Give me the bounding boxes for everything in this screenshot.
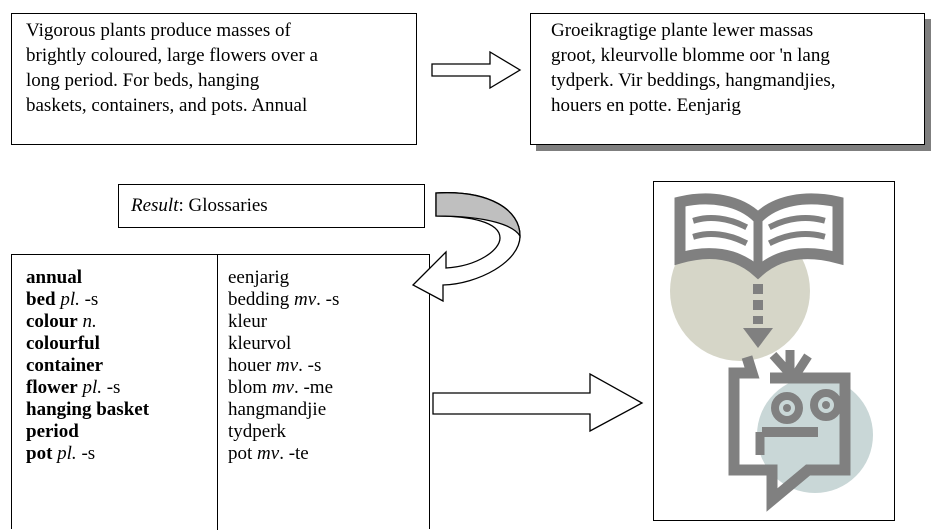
target-text-box: Groeikragtige plante lewer massas groot,…	[530, 13, 925, 145]
right-pupil	[822, 401, 830, 409]
source-line: Vigorous plants produce masses of	[26, 20, 291, 41]
grammar-note: mv	[271, 377, 294, 398]
result-sep: :	[178, 195, 184, 216]
glossary-term: period	[26, 421, 79, 442]
right-arrow-icon	[432, 372, 644, 433]
glossary-term: colourful	[26, 333, 100, 354]
glossary-english-entry: hanging basket	[26, 399, 149, 421]
target-line: Groeikragtige plante lewer massas	[551, 20, 814, 41]
glossary-term: pot	[26, 443, 53, 464]
target-line: houers en potte. Eenjarig	[551, 95, 741, 116]
glossary-afrikaans-entry: kleur	[228, 311, 268, 332]
glossary-english-entry: bed pl. -s	[26, 289, 99, 310]
grammar-note: pl.	[57, 443, 77, 464]
result-label-box: Result: Glossaries	[118, 184, 425, 228]
target-line: groot, kleurvolle blomme oor 'n lang	[551, 45, 830, 66]
glossary-afrikaans-entry: pot mv. -te	[228, 443, 309, 464]
glossary-term: container	[26, 355, 104, 376]
down-arrow-icon	[743, 284, 773, 348]
glossary-term: hanging basket	[26, 399, 150, 420]
grammar-note: mv	[276, 355, 299, 376]
grammar-note: mv	[293, 289, 317, 310]
result-value: Glossaries	[183, 195, 268, 216]
learner-face-icon	[728, 350, 851, 512]
glossary-english-entry: period	[26, 421, 149, 443]
source-text-box: Vigorous plants produce masses of bright…	[11, 13, 417, 145]
grammar-note: pl.	[60, 289, 80, 310]
grammar-note: pl.	[82, 377, 102, 398]
target-line: tydperk. Vir beddings, hangmandjies,	[551, 70, 836, 91]
glossary-afrikaans-entry: houer mv. -s	[228, 355, 322, 376]
glossary-afrikaans-entry: kleurvol	[228, 333, 292, 354]
grammar-note: n.	[82, 311, 97, 332]
right-arrow-icon	[431, 50, 522, 90]
glossary-afrikaans-entry: eenjarig	[228, 267, 290, 288]
source-line: brightly coloured, large flowers over a	[26, 45, 318, 66]
glossary-term: flower	[26, 377, 78, 398]
glossary-english-entry: pot pl. -s	[26, 443, 96, 464]
glossary-divider	[217, 255, 218, 530]
glossary-english-entry: container	[26, 355, 149, 377]
curved-arrow-icon	[411, 192, 521, 303]
glossary-term: bed	[26, 289, 56, 310]
grammar-note: mv	[257, 443, 280, 464]
glossary-term: annual	[26, 267, 82, 288]
glossary-afrikaans-entry: hangmandjie	[228, 399, 327, 420]
glossary-english-entry: flower pl. -s	[26, 377, 121, 398]
glossary-afrikaans-entry: tydperk	[228, 421, 287, 442]
result-label: Result	[131, 195, 179, 216]
source-line: baskets, containers, and pots. Annual	[26, 95, 308, 116]
glossary-english-entry: annual	[26, 267, 149, 289]
glossary-english-entry: colourful	[26, 333, 149, 355]
glossary-afrikaans-entry: bedding mv. -s	[228, 289, 340, 310]
glossary-english-entry: colour n.	[26, 311, 149, 333]
book-icon	[674, 193, 844, 280]
glossary-afrikaans-entry: blom mv. -me	[228, 377, 334, 398]
source-line: long period. For beds, hanging	[26, 70, 260, 91]
glossary-term: colour	[26, 311, 78, 332]
left-pupil	[783, 404, 791, 412]
